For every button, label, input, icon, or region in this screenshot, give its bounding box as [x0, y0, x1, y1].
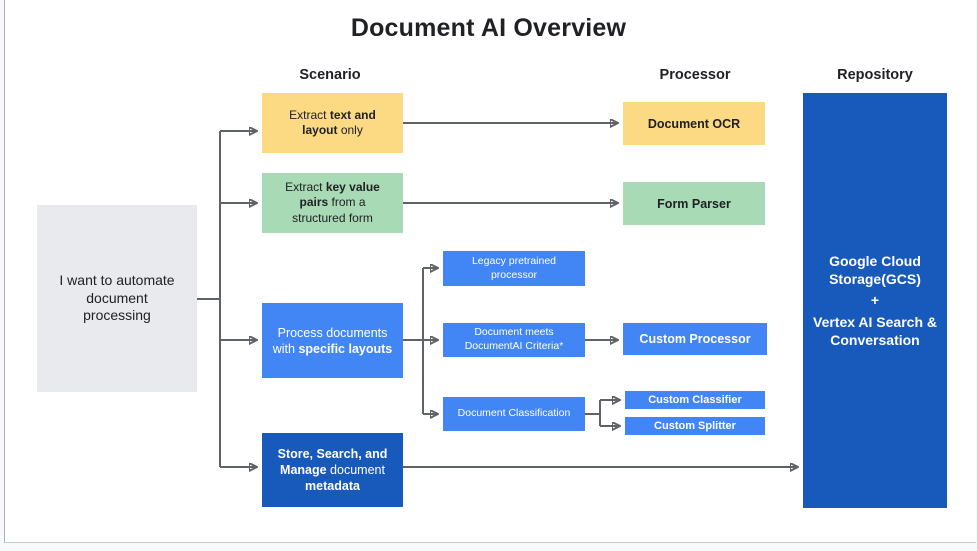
repository-box: Google Cloud Storage(GCS) + Vertex AI Se… — [803, 93, 947, 508]
repository-storage-label: Google Cloud Storage(GCS) — [829, 253, 921, 288]
scenario-specific-layouts-label: Process documents with specific layouts — [272, 325, 393, 356]
diagram-title: Document AI Overview — [350, 14, 627, 42]
root-goal-label: I want to automate document processing — [59, 271, 175, 324]
repository-plus-label: + — [870, 292, 880, 309]
processor-custom-classifier-label: Custom Classifier — [648, 393, 742, 406]
processor-custom-splitter-label: Custom Splitter — [654, 419, 736, 432]
scenario-extract-key-value-box: Extract key value pairs from a structure… — [262, 173, 403, 233]
column-header-repository: Repository — [837, 67, 913, 83]
subprocess-meets-criteria-label: Document meets DocumentAI Criteria* — [464, 326, 564, 352]
scenario-store-search-manage-label: Store, Search, and Manage document metad… — [277, 447, 388, 493]
scenario-specific-layouts-box: Process documents with specific layouts — [262, 303, 403, 378]
root-goal-box: I want to automate document processing — [37, 205, 197, 392]
scenario-store-search-manage-box: Store, Search, and Manage document metad… — [262, 433, 403, 507]
subprocess-document-classification-box: Document Classification — [443, 397, 585, 431]
subprocess-meets-criteria-box: Document meets DocumentAI Criteria* — [443, 323, 585, 357]
processor-custom-processor-label: Custom Processor — [639, 332, 751, 346]
scenario-extract-text-layout-label: Extract text and layout only — [289, 107, 376, 137]
processor-custom-processor-box: Custom Processor — [623, 323, 767, 355]
processor-custom-classifier-box: Custom Classifier — [625, 391, 765, 409]
subprocess-document-classification-label: Document Classification — [457, 407, 571, 420]
subprocess-legacy-pretrained-label: Legacy pretrained processor — [471, 254, 557, 281]
processor-form-parser-label: Form Parser — [657, 196, 731, 211]
scenario-extract-text-layout-box: Extract text and layout only — [262, 93, 403, 153]
repository-vertex-label: Vertex AI Search & Conversation — [813, 313, 937, 348]
processor-document-ocr-label: Document OCR — [647, 116, 741, 131]
processor-document-ocr-box: Document OCR — [623, 102, 765, 145]
processor-custom-splitter-box: Custom Splitter — [625, 417, 765, 435]
subprocess-legacy-pretrained-box: Legacy pretrained processor — [443, 251, 585, 286]
processor-form-parser-box: Form Parser — [623, 182, 765, 225]
scenario-extract-key-value-label: Extract key value pairs from a structure… — [285, 179, 380, 225]
column-header-scenario: Scenario — [299, 67, 361, 83]
column-header-processor: Processor — [659, 67, 731, 83]
